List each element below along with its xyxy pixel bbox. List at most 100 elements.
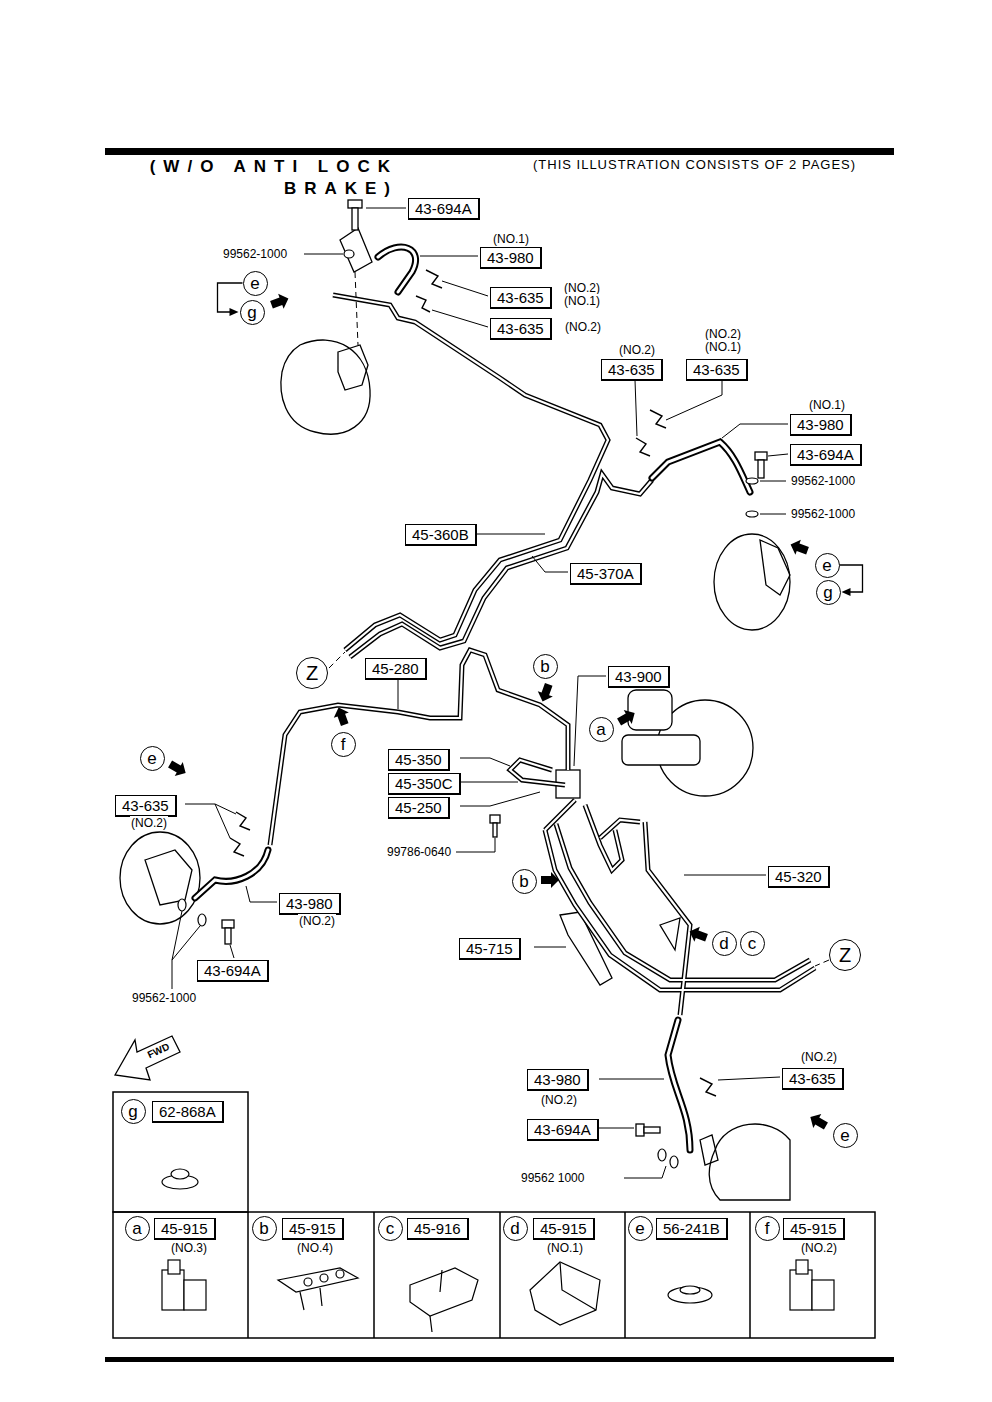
legend-part-sketch	[668, 1287, 712, 1303]
part-label: (NO.2)	[540, 1093, 578, 1107]
part-label: (NO.2)	[800, 1050, 838, 1064]
callout-letter: g	[247, 304, 256, 321]
part-label: (NO.2)	[298, 914, 336, 928]
rule-bar	[105, 148, 894, 1362]
pointer-arrow	[541, 872, 559, 888]
part-number: 45-916	[414, 1220, 461, 1237]
part-number: 45-915	[161, 1220, 208, 1237]
part-label: 99786-0640	[386, 845, 452, 859]
leader-line	[172, 208, 788, 1178]
part-label: (NO.1)	[704, 340, 742, 354]
legend-part-sketch	[278, 1268, 358, 1292]
part-number-box: 43-900	[608, 666, 670, 688]
leader-line	[599, 1079, 664, 1080]
leader-line	[460, 758, 510, 766]
callout-circle: b	[533, 654, 558, 679]
legend-part-sketch	[171, 1169, 189, 1179]
leader-line	[304, 254, 343, 255]
part-label: 99562-1000	[131, 991, 197, 1005]
leader-line	[534, 947, 566, 948]
legend-part-sketch	[304, 1278, 312, 1286]
callout-circle: a	[589, 717, 614, 742]
master-cylinder	[622, 735, 700, 765]
callout-letter: g	[128, 1103, 137, 1120]
legend-part-sketch	[680, 1286, 700, 1294]
pointer-arrow	[687, 924, 709, 945]
callout-circle: d	[503, 1216, 528, 1241]
brake-outline	[760, 540, 790, 595]
master-cylinder	[222, 920, 234, 928]
pointer-arrow	[331, 705, 352, 727]
part-label: (NO.2)	[618, 343, 656, 357]
brake-pipe-core	[510, 760, 640, 870]
leader-line	[456, 838, 495, 852]
brake-outline	[714, 534, 790, 630]
forward-arrow	[115, 1036, 180, 1080]
callout-circle: Z	[296, 657, 328, 689]
pointer-arrow	[166, 757, 190, 780]
leader-line	[460, 792, 540, 806]
part-number: 43-900	[615, 668, 662, 685]
master-cylinder	[222, 200, 767, 1136]
washer	[658, 1149, 666, 1161]
leader-line	[760, 514, 786, 515]
arrow-head	[842, 588, 851, 596]
part-number-box: 45-370A	[570, 563, 642, 585]
callout-circle: a	[125, 1216, 150, 1241]
legend-grid	[113, 1212, 875, 1338]
legend-grid	[248, 1212, 750, 1338]
brake-outline	[281, 340, 370, 434]
part-label: (NO.4)	[296, 1241, 334, 1255]
brake-outline	[120, 340, 790, 1200]
master-cylinder	[493, 823, 497, 837]
legend-grid	[113, 1092, 248, 1212]
leader-line	[768, 454, 788, 456]
pointer-arrow	[806, 1110, 830, 1133]
brake-hose-core	[378, 247, 416, 292]
callout-letter: Z	[306, 663, 318, 683]
master-cylinder	[758, 460, 764, 478]
part-number: 56-241B	[663, 1220, 720, 1237]
master-cylinder	[660, 918, 680, 950]
part-number-box: 43-635	[115, 795, 177, 817]
callout-circle: d	[712, 931, 737, 956]
callout-circle: e	[140, 746, 165, 771]
callout-letter: b	[540, 658, 549, 675]
part-label: (NO.3)	[170, 1241, 208, 1255]
dashed-leader	[815, 960, 829, 966]
part-label: (NO.1)	[546, 1241, 584, 1255]
brake-hose	[195, 850, 268, 898]
part-number-box: 43-635	[686, 359, 748, 381]
part-number: 43-694A	[415, 200, 472, 217]
part-label: 99562-1000	[790, 507, 856, 521]
pointer-arrow	[269, 291, 291, 312]
callout-letter: a	[132, 1220, 141, 1237]
part-number: 45-715	[466, 940, 513, 957]
brake-pipe-core	[545, 830, 815, 990]
hose-clip	[426, 270, 442, 288]
master-cylinder	[644, 1127, 660, 1133]
callout-letter: e	[840, 1127, 849, 1144]
part-number: 45-915	[289, 1220, 336, 1237]
pointer-arrow	[166, 757, 190, 780]
callout-circle: e	[243, 271, 268, 296]
callout-letter: a	[596, 721, 605, 738]
legend-part-sketch	[430, 1270, 442, 1332]
part-number: 62-868A	[159, 1103, 216, 1120]
leader-line	[215, 804, 230, 838]
part-number-box: 43-694A	[197, 960, 269, 982]
callout-letter: c	[748, 935, 757, 952]
part-number: 45-250	[395, 799, 442, 816]
washer	[746, 478, 758, 484]
leader-line	[366, 208, 406, 209]
callout-letter: e	[635, 1220, 644, 1237]
callout-letter: f	[341, 736, 346, 753]
master-cylinder	[352, 208, 358, 230]
part-label: (NO.2)	[704, 327, 742, 341]
callout-letter: e	[250, 275, 259, 292]
pointer-arrow	[166, 291, 830, 1133]
callout-circle: Z	[829, 939, 861, 971]
callout-circle: f	[331, 732, 356, 757]
leader-line	[172, 926, 200, 960]
